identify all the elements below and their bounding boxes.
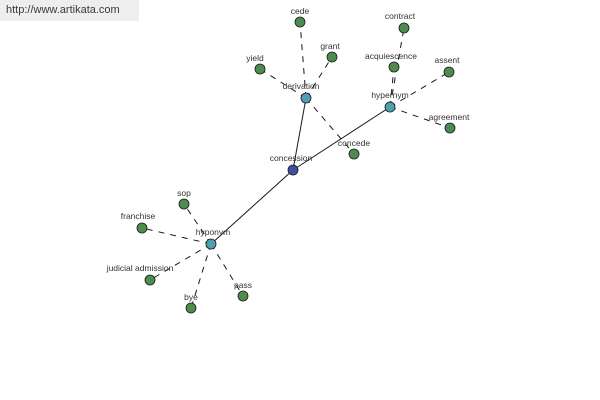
node-label-judicial-admission[interactable]: judicial admission [106, 263, 174, 273]
edge-concession-hypernym [292, 106, 391, 171]
node-pass[interactable] [237, 290, 249, 302]
node-label-concession[interactable]: concession [270, 153, 313, 163]
node-acquiescence[interactable] [388, 61, 400, 73]
node-label-acquiescence[interactable]: acquiescence [365, 51, 417, 61]
node-contract[interactable] [398, 22, 410, 34]
edge-hyponym-sop [183, 203, 212, 245]
nodes-layer [136, 16, 456, 314]
node-label-hyponym[interactable]: hyponym [196, 227, 231, 237]
node-franchise[interactable] [136, 222, 148, 234]
node-concede[interactable] [348, 148, 360, 160]
node-label-pass[interactable]: pass [234, 280, 252, 290]
node-label-yield[interactable]: yield [246, 53, 264, 63]
node-label-cede[interactable]: cede [291, 6, 310, 16]
node-grant[interactable] [326, 51, 338, 63]
node-agreement[interactable] [444, 122, 456, 134]
node-assent[interactable] [443, 66, 455, 78]
node-derivation[interactable] [300, 92, 312, 104]
node-label-contract[interactable]: contract [385, 11, 416, 21]
node-label-grant[interactable]: grant [320, 41, 340, 51]
edge-derivation-grant [305, 56, 333, 99]
node-label-assent[interactable]: assent [434, 55, 460, 65]
node-label-franchise[interactable]: franchise [121, 211, 156, 221]
node-label-sop[interactable]: sop [177, 188, 191, 198]
node-label-derivation[interactable]: derivation [283, 81, 320, 91]
edge-hyponym-pass [210, 243, 244, 297]
edge-derivation-cede [299, 21, 307, 99]
node-concession[interactable] [287, 164, 299, 176]
edge-concession-derivation [292, 97, 307, 171]
node-bye[interactable] [185, 302, 197, 314]
edge-concession-hyponym [210, 169, 294, 245]
node-hyponym[interactable] [205, 238, 217, 250]
node-yield[interactable] [254, 63, 266, 75]
edge-derivation-yield [259, 68, 307, 99]
url-watermark: http://www.artikata.com [0, 0, 139, 21]
edge-derivation-concede [305, 97, 355, 155]
node-cede[interactable] [294, 16, 306, 28]
node-label-concede[interactable]: concede [338, 138, 370, 148]
edge-hyponym-judicial-admission [149, 243, 212, 281]
edges-layer [141, 21, 451, 309]
node-hypernym[interactable] [384, 101, 396, 113]
node-sop[interactable] [178, 198, 190, 210]
node-label-bye[interactable]: bye [184, 292, 198, 302]
node-judicial-admission[interactable] [144, 274, 156, 286]
edge-hypernym-agreement [389, 106, 451, 129]
node-label-hypernym[interactable]: hypernym [371, 90, 408, 100]
labels-layer: concession derivation hypernym hyponym cede g… [106, 6, 470, 302]
edge-hypernym-acquiescence [389, 66, 395, 108]
node-label-agreement[interactable]: agreement [429, 112, 470, 122]
